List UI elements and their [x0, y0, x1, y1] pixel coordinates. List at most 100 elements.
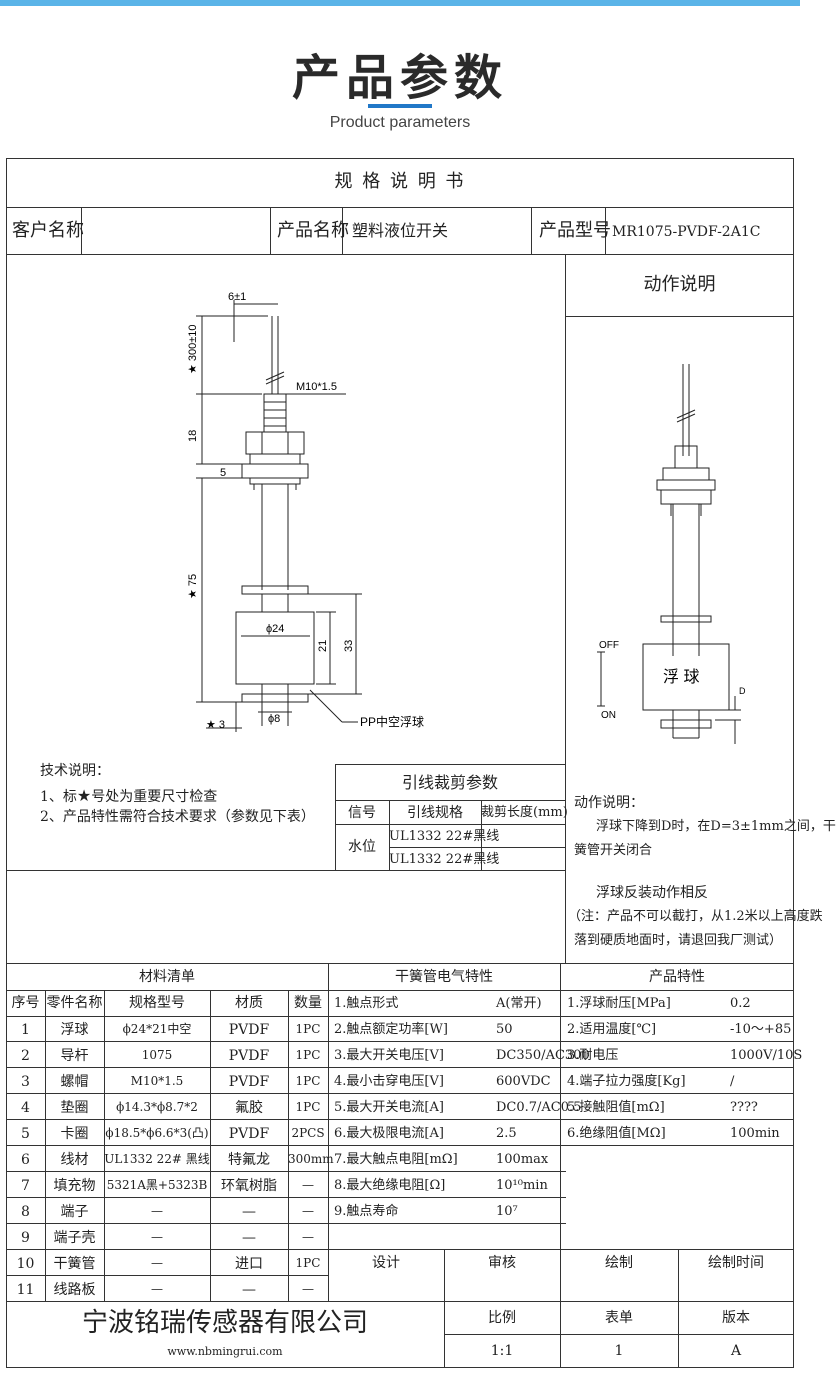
dim-5: 5	[220, 467, 226, 479]
tech-line-1-prefix: 1、标	[40, 789, 77, 805]
dim-18: 18	[187, 430, 199, 442]
materials-cell: 线材	[60, 1152, 89, 1168]
product-cell: 6.绝缘阻值[MΩ]	[567, 1126, 666, 1141]
lead-signal: 水位	[348, 839, 376, 855]
materials-cell: 1PC	[295, 1022, 321, 1036]
materials-cell: 导杆	[60, 1048, 89, 1064]
dim-33: 33	[343, 640, 355, 652]
materials-cell: 10	[16, 1256, 35, 1272]
reed-cell: 4.最小击穿电压[V]	[334, 1074, 444, 1089]
materials-cell: 5321A黑+5323B	[106, 1178, 208, 1192]
materials-cell: 卡圈	[60, 1126, 89, 1142]
materials-cell: —	[302, 1178, 314, 1192]
signoff-design: 设计	[372, 1255, 400, 1271]
rule	[6, 1197, 566, 1198]
rule	[210, 990, 211, 1301]
rule	[560, 1301, 561, 1368]
rule	[6, 254, 794, 255]
materials-cell: 垫圈	[60, 1100, 89, 1116]
rule	[389, 800, 390, 870]
materials-cell: ϕ14.3*ϕ8.7*2	[116, 1100, 198, 1114]
model-value: MR1075-PVDF-2A1C	[612, 224, 761, 240]
product-cell: -10～+85	[730, 1022, 792, 1037]
scale-value: 1:1	[490, 1343, 514, 1359]
rule	[6, 1171, 566, 1172]
lead-title: 引线裁剪参数	[401, 773, 498, 792]
dim-thread: M10*1.5	[296, 381, 337, 393]
dim-rod-diameter: ϕ8	[268, 713, 280, 725]
materials-cell: PVDF	[228, 1126, 270, 1142]
rule	[6, 1119, 794, 1120]
lead-row-spec: UL1332 22#黑线	[389, 829, 500, 844]
version-value: A	[730, 1343, 742, 1359]
signoff-draw-time: 绘制时间	[708, 1255, 764, 1271]
action-title: 动作说明	[643, 274, 716, 295]
materials-cell: —	[151, 1256, 163, 1270]
materials-cell: 2PCS	[291, 1126, 325, 1140]
rule	[6, 870, 565, 871]
tech-line-1: 1、标★号处为重要尺寸检查	[40, 788, 218, 805]
rule	[6, 1041, 794, 1042]
reed-cell: A(常开)	[496, 996, 542, 1011]
materials-cell: 7	[21, 1178, 30, 1194]
reed-cell: DC0.7/AC0.5	[496, 1100, 582, 1115]
materials-cell: 1PC	[295, 1074, 321, 1088]
rule	[678, 1249, 679, 1368]
dim-3: ★ 3	[206, 719, 225, 731]
tech-line-1-text: 号处为重要尺寸检查	[91, 789, 218, 805]
rule	[389, 847, 565, 848]
col-header: 数量	[294, 995, 322, 1011]
rule	[270, 207, 271, 254]
action-desc-line: 浮球下降到D时，在D=3±1mm之间，干	[596, 819, 836, 834]
rule	[6, 1067, 794, 1068]
materials-cell: 8	[21, 1204, 30, 1220]
materials-cell: 浮球	[60, 1022, 89, 1038]
materials-cell: 11	[16, 1282, 35, 1298]
rule	[335, 824, 565, 825]
materials-cell: 1	[21, 1022, 30, 1038]
materials-cell: 填充物	[53, 1178, 96, 1194]
dim-75: ★ 75	[187, 574, 199, 599]
materials-cell: —	[242, 1230, 256, 1246]
product-title: 产品特性	[649, 969, 705, 985]
rule	[342, 207, 343, 254]
rule	[444, 1249, 445, 1368]
materials-cell: —	[302, 1282, 314, 1296]
page-title: 产品参数	[291, 50, 508, 106]
materials-cell: —	[302, 1204, 314, 1218]
materials-cell: 300mm	[288, 1152, 334, 1166]
action-diagram: OFF ON D 浮 球	[597, 364, 746, 744]
materials-cell: 干簧管	[53, 1256, 96, 1272]
company-name: 宁波铭瑞传感器有限公司	[81, 1308, 368, 1338]
materials-cell: 进口	[235, 1256, 263, 1272]
reed-cell: 50	[496, 1022, 513, 1037]
sheet-value: 1	[614, 1343, 624, 1359]
rule	[565, 316, 794, 317]
materials-cell: —	[242, 1282, 256, 1298]
lead-row-spec: UL1332 22#黑线	[389, 852, 500, 867]
title-underline	[368, 104, 432, 108]
col-header: 序号	[11, 995, 40, 1011]
materials-cell: 氟胶	[235, 1100, 263, 1116]
materials-cell: 4	[21, 1100, 30, 1116]
model-label: 产品型号	[539, 220, 611, 241]
tech-line-2: 2、产品特性需符合技术要求（参数见下表）	[40, 809, 315, 825]
rule	[605, 207, 606, 254]
materials-cell: 1PC	[295, 1256, 321, 1270]
customer-label: 客户名称	[12, 220, 84, 241]
rule	[6, 990, 794, 991]
lead-header-signal: 信号	[348, 805, 376, 821]
rule	[6, 1145, 794, 1146]
reed-cell: 5.最大开关电流[A]	[334, 1100, 444, 1115]
product-cell: ????	[730, 1100, 758, 1115]
dim-wire-spacing: 6±1	[228, 291, 246, 303]
materials-cell: 6	[21, 1152, 30, 1168]
materials-cell: UL1332 22# 黑线	[104, 1152, 210, 1166]
lead-header-spec: 引线规格	[407, 805, 463, 821]
spec-sheet	[6, 158, 794, 1368]
product-cell: 4.端子拉力强度[Kg]	[567, 1074, 686, 1089]
spec-title: 规 格 说 明 书	[334, 171, 466, 192]
reed-cell: 10¹⁰min	[496, 1178, 548, 1193]
materials-cell: —	[151, 1204, 163, 1218]
action-note-line: （注：产品不可以截打，从1.2米以上高度跌	[568, 909, 823, 924]
